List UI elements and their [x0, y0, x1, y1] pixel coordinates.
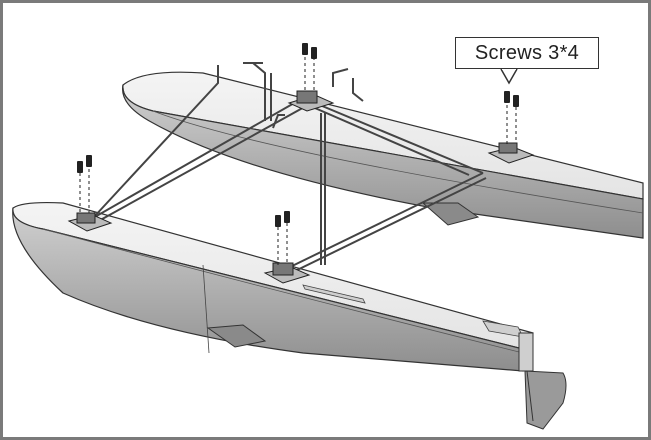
screw-icon [513, 95, 519, 107]
screw-pair-rear-right [504, 91, 519, 145]
assembly-illustration [12, 43, 644, 430]
screw-pair-front-center [275, 211, 290, 265]
mount-rear-center [287, 90, 335, 112]
rudder-icon [518, 332, 567, 430]
screw-icon [504, 91, 510, 103]
mount-rear-right [487, 142, 535, 164]
callout-pointer [500, 68, 518, 85]
screw-icon [311, 47, 317, 59]
screw-icon [77, 161, 83, 173]
screw-icon [86, 155, 92, 167]
rear-hull [121, 71, 644, 239]
screw-pair-front-left [77, 155, 92, 215]
mount-front-left [67, 212, 113, 232]
screws-callout: Screws 3*4 [455, 37, 599, 69]
screw-pair-rear-center [302, 43, 317, 93]
screw-icon [284, 211, 290, 223]
screw-icon [275, 215, 281, 227]
frame-rods [92, 62, 487, 274]
mount-front-center [263, 262, 311, 284]
screw-icon [302, 43, 308, 55]
